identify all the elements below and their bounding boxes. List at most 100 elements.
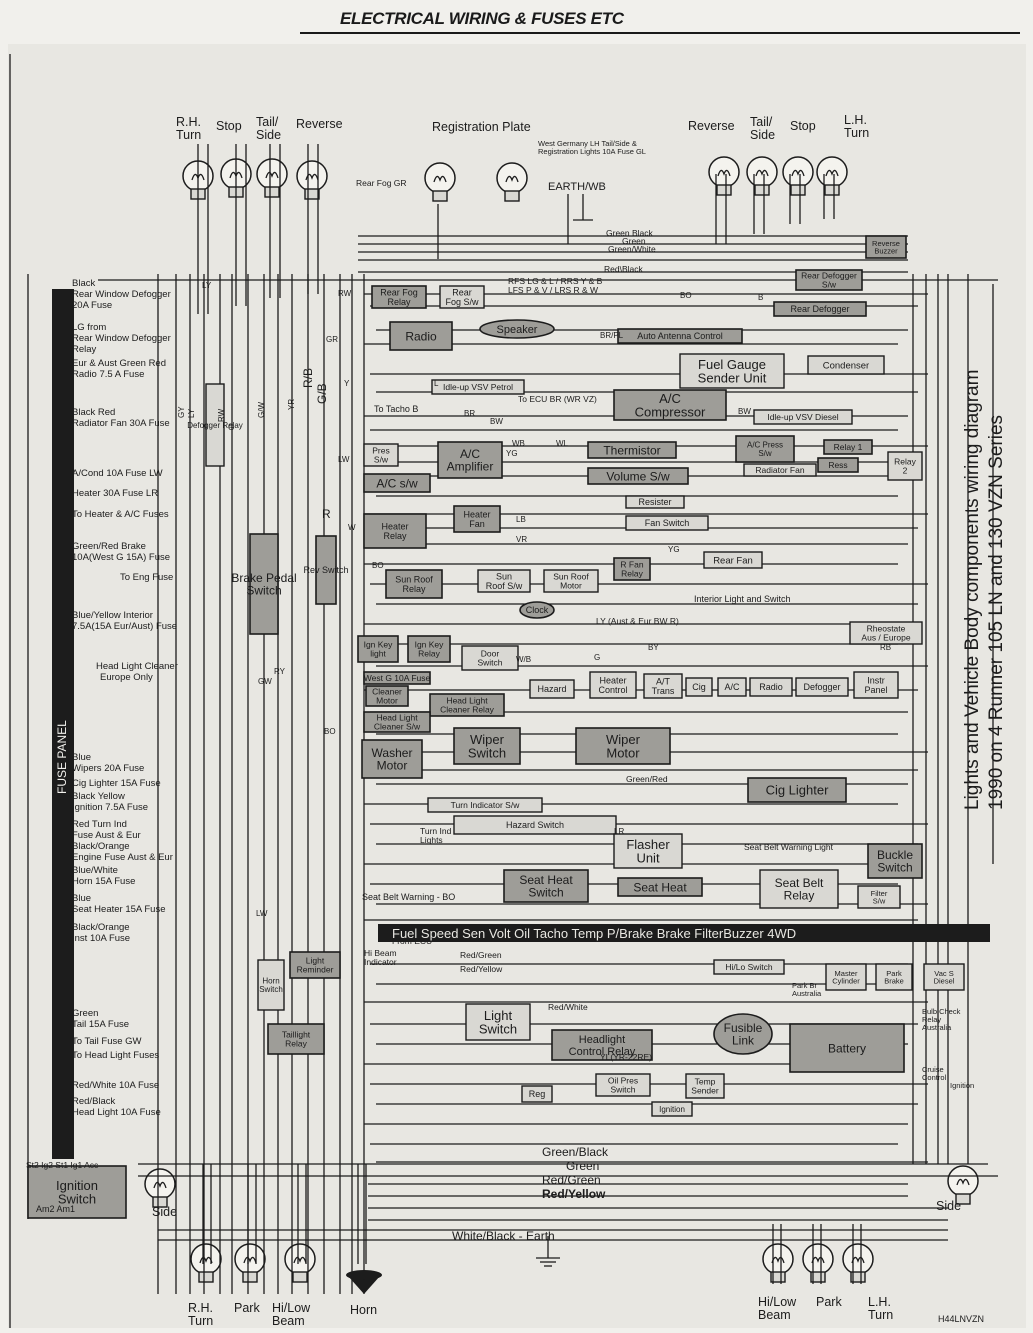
wire-code: GR xyxy=(326,335,338,344)
tail-side-bulb xyxy=(256,158,288,198)
hazard: Hazard xyxy=(529,679,575,699)
hazard-switch: Hazard Switch xyxy=(453,815,617,835)
relay-1-label: Relay 1 xyxy=(834,442,863,452)
wire-code: LW xyxy=(256,909,268,918)
radio-lamp: Radio xyxy=(749,677,793,697)
cig-lighter-label: Cig Lighter xyxy=(766,783,830,798)
fuse-label: Blue xyxy=(72,893,91,904)
turn-indicator-sw-label: Turn Indicator S/w xyxy=(451,800,521,810)
gauge-bar-label: Fuel Speed Sen Volt Oil Tacho Temp P/Bra… xyxy=(392,926,796,941)
ac: A/C xyxy=(717,677,747,697)
fuse-label: LG from xyxy=(72,322,106,333)
ign-terms: St2 Ig2 St1 Ig1 Acc xyxy=(26,1160,99,1170)
interior-light-label: Interior Light and Switch xyxy=(694,594,791,604)
wire-code: G xyxy=(594,653,600,662)
bus-label: Red\Black xyxy=(604,264,643,274)
rear-fan: Rear Fan xyxy=(703,551,763,569)
wire-code: RB xyxy=(880,643,891,652)
side-title: Lights and Vehicle Body components wirin… xyxy=(962,370,1007,810)
to-tacho-label: To Tacho B xyxy=(374,404,418,414)
fuse-label: Radiator Fan 30A Fuse xyxy=(72,418,170,429)
hi-low-beam-bulb xyxy=(284,1243,316,1283)
reverse-label: Reverse xyxy=(296,117,343,131)
wire-code: BW xyxy=(738,407,751,416)
reverse-right-label: Reverse xyxy=(688,119,735,133)
stop-label: Stop xyxy=(216,119,242,133)
fuse-label: Horn 15A Fuse xyxy=(72,876,135,887)
fuse-label: To Eng Fuse xyxy=(120,572,173,583)
hazard-label: Hazard xyxy=(537,684,566,694)
rev-switch-label: Rev Switch xyxy=(303,565,348,575)
wire-code: YG xyxy=(506,449,518,458)
wire-code: WL xyxy=(556,439,569,448)
horn-label: Horn xyxy=(350,1303,377,1317)
fuse-label: Relay xyxy=(72,344,97,355)
side-left-label: Side xyxy=(152,1205,177,1219)
defogger-relay-label: Defogger Relay xyxy=(187,421,243,430)
fuse-label: Wipers 20A Fuse xyxy=(72,763,144,774)
clock: Clock xyxy=(519,601,555,619)
idle-up-diesel: Idle-up VSV Diesel xyxy=(753,409,853,425)
radiator-fan: Radiator Fan xyxy=(743,463,817,477)
footer-code: H44LNVZN xyxy=(938,1314,985,1324)
ylyr-label: YL(YR-22RE) xyxy=(600,1052,652,1062)
fuse-label: Tail 15A Fuse xyxy=(72,1019,129,1030)
fuse-label: Engine Fuse Aust & Eur xyxy=(72,852,173,863)
lh-turn-bottom-label: L.H.Turn xyxy=(868,1295,893,1322)
side-bulb-left xyxy=(144,1168,176,1208)
rear-fog-label: Rear Fog GR xyxy=(356,178,407,188)
ac-label: A/C xyxy=(724,682,740,692)
fuse-label: To Head Light Fuses xyxy=(72,1050,159,1061)
wire-code: R xyxy=(322,507,331,521)
wire-code: Y xyxy=(344,379,350,388)
radio-lamp-label: Radio xyxy=(759,682,783,692)
reg: Reg xyxy=(521,1085,553,1103)
wire-code: LB xyxy=(516,515,526,524)
fuse-panel-label: FUSE PANEL xyxy=(55,720,69,794)
bus-label: Green Black xyxy=(606,228,654,238)
cig-lighter: Cig Lighter xyxy=(747,777,847,803)
fan-switch-label: Fan Switch xyxy=(645,518,690,528)
west-germany-note: West Germany LH Tail/Side &Registration … xyxy=(538,139,646,156)
radio: Radio xyxy=(389,321,453,351)
wire-code: BW xyxy=(490,417,503,426)
